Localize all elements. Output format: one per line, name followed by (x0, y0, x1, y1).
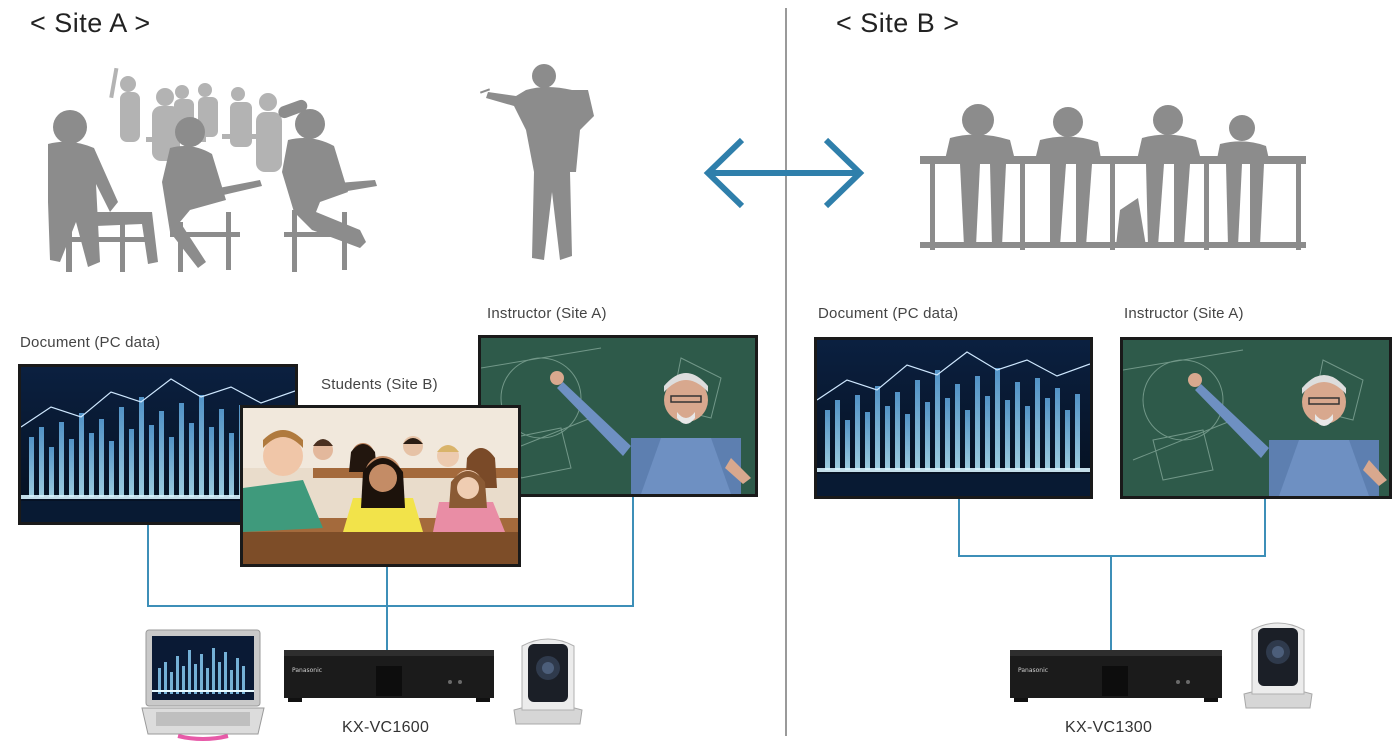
site-a-instructor-screen (478, 335, 758, 497)
wire-codec-a (386, 565, 388, 651)
wire-bus-a (147, 605, 634, 607)
site-a-students-illustration (30, 62, 400, 277)
site-b-model-label: KX-VC1300 (1065, 719, 1153, 736)
site-divider (785, 8, 787, 736)
site-a-camera (508, 634, 588, 726)
site-a-model-label: KX-VC1600 (342, 719, 430, 736)
site-a-students-label: Students (Site B) (321, 376, 438, 393)
site-b-title: < Site B > (836, 8, 960, 38)
site-b-codec-unit: Panasonic (1006, 648, 1226, 704)
svg-text:Panasonic: Panasonic (292, 667, 322, 674)
site-b-students-illustration (920, 100, 1310, 252)
site-a-laptop (138, 628, 268, 742)
site-b-instructor-screen (1120, 337, 1392, 499)
wire-bus-b (958, 555, 1266, 557)
site-b-document-screen (814, 337, 1093, 499)
site-a-instructor-illustration (476, 60, 626, 265)
wire-codec-b (1110, 556, 1112, 652)
site-a-students-screen (240, 405, 521, 567)
wire-instructor-b (1264, 498, 1266, 556)
site-a-title: < Site A > (30, 8, 151, 38)
site-b-camera (1238, 618, 1318, 710)
site-b-instructor-label: Instructor (Site A) (1124, 305, 1244, 322)
site-a-document-label: Document (PC data) (20, 334, 161, 351)
wire-doc-a (147, 522, 149, 606)
wire-doc-b (958, 498, 960, 556)
site-a-codec-unit: Panasonic (280, 648, 498, 704)
svg-text:Panasonic: Panasonic (1018, 667, 1048, 674)
wire-instructor-a (632, 495, 634, 606)
bidirectional-arrow-icon (698, 134, 870, 212)
site-b-document-label: Document (PC data) (818, 305, 959, 322)
site-a-instructor-label: Instructor (Site A) (487, 305, 607, 322)
